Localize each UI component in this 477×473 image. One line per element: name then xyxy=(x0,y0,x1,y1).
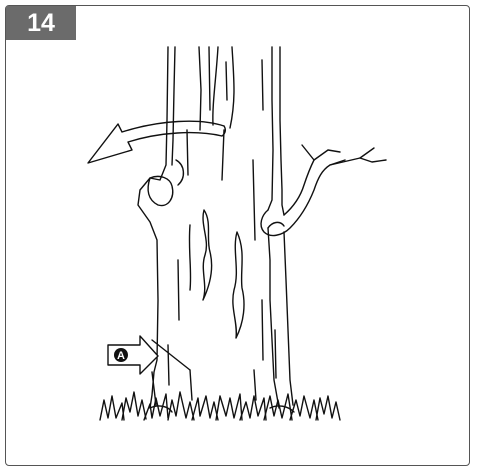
tree-trunk xyxy=(138,47,293,408)
tree-branch xyxy=(261,145,386,235)
rotate-left-arrow-icon xyxy=(88,121,225,163)
grass xyxy=(100,392,340,420)
cut-line xyxy=(152,340,192,405)
callout-a-label: A xyxy=(117,350,125,362)
callout-a-marker: A xyxy=(114,348,128,362)
